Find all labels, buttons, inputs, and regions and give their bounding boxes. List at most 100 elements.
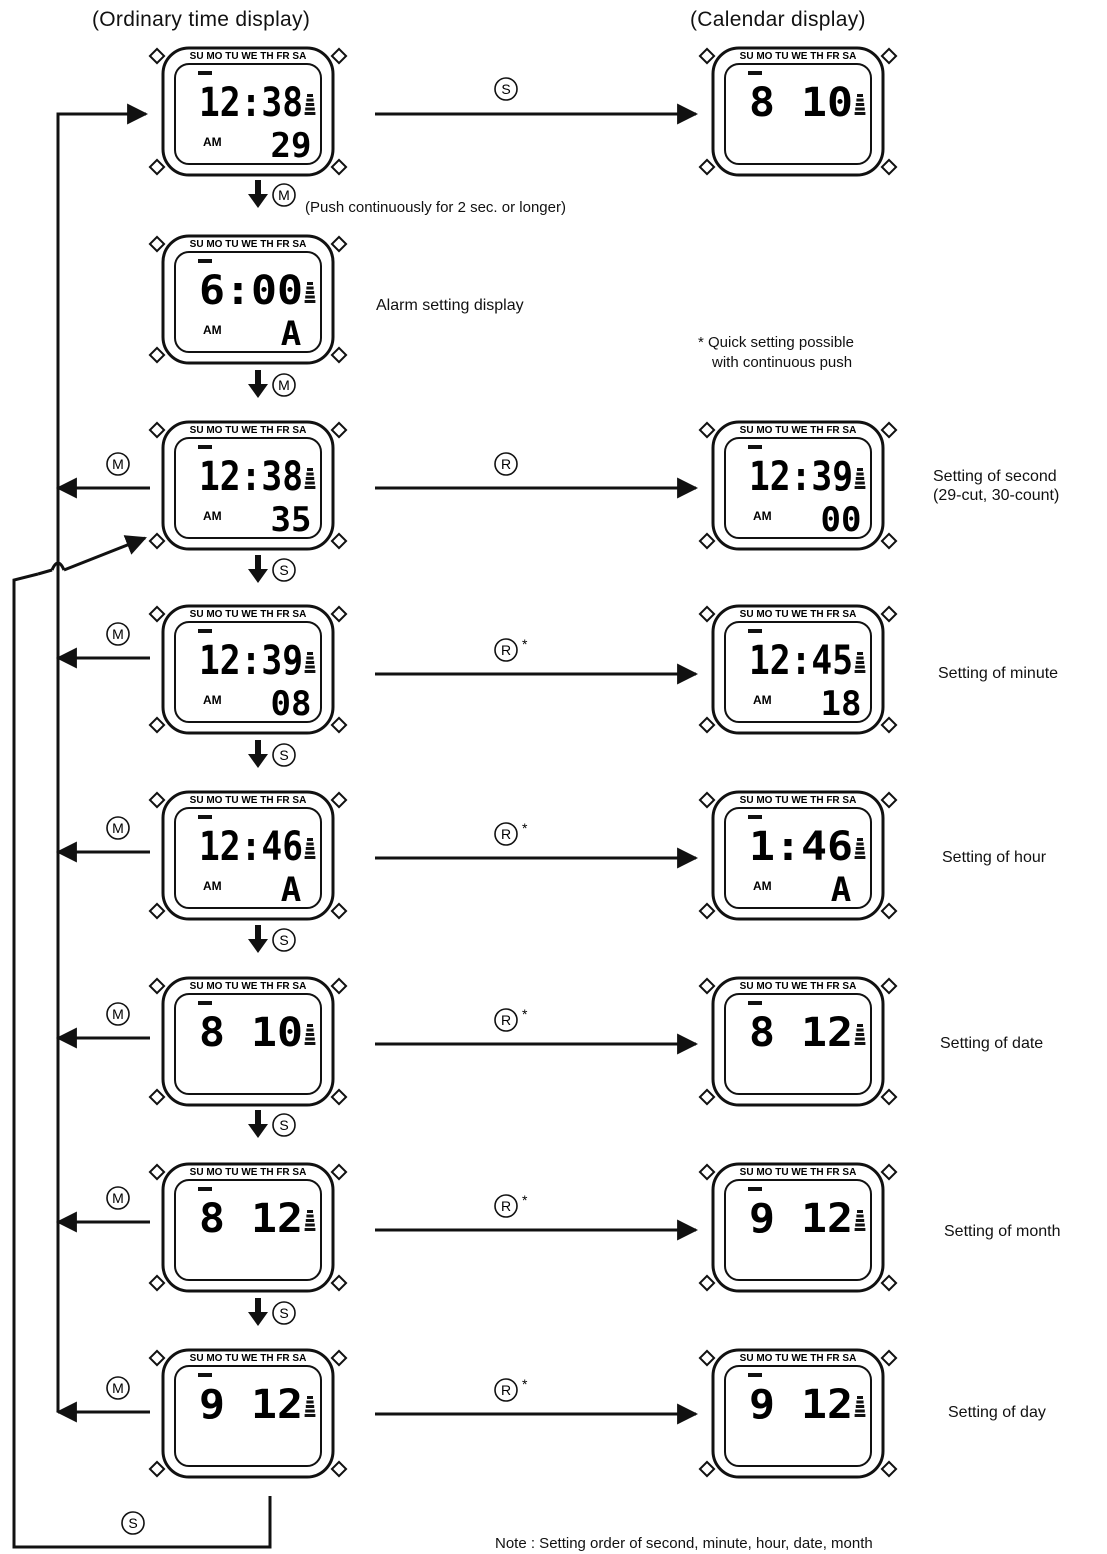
day-indicator <box>198 71 212 75</box>
indicator-bar <box>856 656 864 660</box>
button-s-down-3-letter: S <box>279 747 288 763</box>
lcd-sub-digits: 08 <box>271 684 312 724</box>
indicator-bar <box>855 1219 865 1222</box>
indicator-bar <box>856 1400 864 1404</box>
watch-lug <box>698 1163 716 1181</box>
minute-setting-label: Setting of minute <box>938 665 1059 682</box>
lcd-main-digits: 12:38 <box>199 454 303 500</box>
day-setting-label: Setting of day <box>948 1404 1046 1421</box>
button-m-return-3-circle <box>106 1002 130 1026</box>
button-s-bottom-letter: S <box>128 1515 137 1531</box>
day-indicator <box>748 629 762 633</box>
weekday-row: SU MO TU WE TH FR SA <box>740 425 857 436</box>
button-m-return-2-circle <box>106 816 130 840</box>
watch-lug <box>698 902 716 920</box>
arrow-into-second-setting <box>63 535 147 572</box>
watch-lug <box>880 532 898 550</box>
indicator-bar <box>854 112 866 115</box>
push-continuously-note: (Push continuously for 2 sec. or longer) <box>305 199 566 216</box>
indicator-bar <box>305 1405 315 1408</box>
weekday-row: SU MO TU WE TH FR SA <box>190 981 307 992</box>
watch-lug <box>698 47 716 65</box>
lcd-main-digits: 12:39 <box>749 454 853 500</box>
lcd-window <box>174 993 322 1095</box>
down-arrow-5 <box>248 1110 268 1138</box>
indicator-bar <box>306 656 314 660</box>
indicator-bar <box>305 107 315 111</box>
day-indicator <box>198 815 212 819</box>
watch-lug <box>880 716 898 734</box>
watch-face-drawing: SU MO TU WE TH FR SA9 12 <box>698 1348 898 1479</box>
button-r-step-4-circle <box>494 822 518 846</box>
lcd-main-digits: 12:45 <box>749 638 853 684</box>
watch-lug <box>148 158 166 176</box>
indicator-bar <box>855 1409 865 1413</box>
indicator-bar <box>307 282 313 285</box>
watch-lug <box>330 158 348 176</box>
lcd-window <box>174 621 322 723</box>
indicator-bar <box>856 1214 864 1218</box>
lcd-window <box>724 1365 872 1467</box>
indicator-bar <box>306 286 314 290</box>
watch-lug <box>698 1349 716 1367</box>
watch-lug <box>148 1349 166 1367</box>
indicator-bar <box>307 652 313 655</box>
button-m-return-4-letter: M <box>112 1190 124 1206</box>
watch-face-drawing: SU MO TU WE TH FR SA9 12 <box>148 1348 348 1479</box>
indicator-bar <box>307 1024 313 1027</box>
watch-lug <box>880 158 898 176</box>
weekday-row: SU MO TU WE TH FR SA <box>190 1167 307 1178</box>
second-setting-label: Setting of second <box>933 468 1057 485</box>
button-m-return-1-circle <box>106 622 130 646</box>
button-r-step-5-circle <box>494 1008 518 1032</box>
button-s-down-3-circle <box>272 743 296 767</box>
button-m-return-1-letter: M <box>112 626 124 642</box>
indicator-bar <box>305 1223 315 1227</box>
button-r-step-3-letter: R <box>501 642 511 658</box>
lcd-window <box>724 807 872 909</box>
lcd-main-digits: 1:46 <box>749 824 853 870</box>
watch-lug <box>148 977 166 995</box>
indicator-bar <box>305 295 315 299</box>
indicator-bar <box>304 1228 316 1231</box>
watch-lug <box>880 1349 898 1367</box>
indicator-bar <box>305 1219 315 1222</box>
indicator-bar <box>305 847 315 850</box>
am-indicator: AM <box>203 135 222 149</box>
lcd-window <box>174 807 322 909</box>
indicator-bar <box>855 661 865 664</box>
indicator-bar <box>855 665 865 669</box>
button-r-step-6-letter: R <box>501 1198 511 1214</box>
date-setting-label: Setting of date <box>940 1035 1044 1052</box>
return-trunk <box>56 103 149 1412</box>
day-indicator <box>198 259 212 263</box>
indicator-bar <box>857 468 863 471</box>
down-arrow-3 <box>248 740 268 768</box>
watch-lug <box>330 902 348 920</box>
indicator-bar <box>854 670 866 673</box>
indicator-bar <box>305 661 315 664</box>
indicator-bar <box>305 665 315 669</box>
button-m-return-5-letter: M <box>112 1380 124 1396</box>
watch-lug <box>880 421 898 439</box>
watch-lug <box>330 977 348 995</box>
indicator-bar <box>855 477 865 480</box>
weekday-row: SU MO TU WE TH FR SA <box>190 239 307 250</box>
indicator-bar <box>304 112 316 115</box>
watch-lug <box>698 532 716 550</box>
indicator-bar <box>304 486 316 489</box>
indicator-bar <box>855 847 865 850</box>
day-indicator <box>198 1001 212 1005</box>
indicator-bar <box>857 1210 863 1213</box>
am-indicator: AM <box>203 879 222 893</box>
lcd-sub-digits: 18 <box>821 684 862 724</box>
lcd-main-digits: 6:00 <box>199 268 303 314</box>
indicator-bar <box>855 107 865 111</box>
button-m-return-0-circle <box>106 452 130 476</box>
watch-lug <box>880 605 898 623</box>
indicator-bar <box>304 670 316 673</box>
watch-lug <box>148 1088 166 1106</box>
ordinary-header: (Ordinary time display) <box>92 8 311 31</box>
